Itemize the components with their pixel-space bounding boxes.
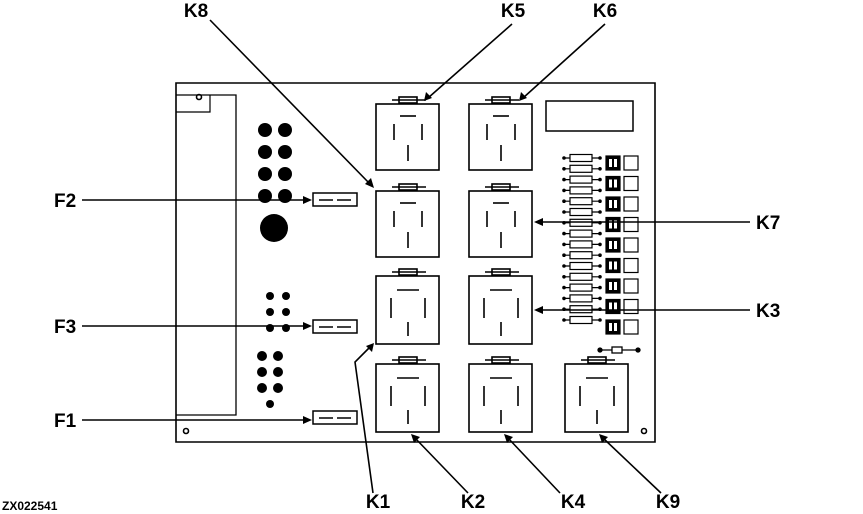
label-k7: K7 <box>756 213 780 234</box>
harness-connector-lower <box>257 292 290 408</box>
figure-code: ZX022541 <box>2 499 58 513</box>
label-k1: K1 <box>366 492 391 513</box>
label-k3: K3 <box>756 301 780 322</box>
relay-k5 <box>375 96 440 171</box>
connector-blocks <box>605 155 639 335</box>
label-f3: F3 <box>54 317 76 338</box>
label-k5: K5 <box>501 1 526 22</box>
relay-k1 <box>375 268 440 345</box>
relay-k2 <box>375 356 440 433</box>
harness-connector-upper <box>258 123 292 242</box>
fuse-f1 <box>312 410 358 425</box>
relay-k9 <box>564 356 629 433</box>
leader-lines <box>82 19 750 494</box>
circuit-board <box>175 82 656 443</box>
leader-arrowheads <box>303 92 608 443</box>
label-k2: K2 <box>461 492 485 513</box>
relay-k7 <box>468 183 533 258</box>
diode-bank <box>562 153 602 325</box>
label-f1: F1 <box>54 411 77 432</box>
fuse-f3 <box>312 319 358 334</box>
label-k6: K6 <box>593 1 617 22</box>
label-f2: F2 <box>54 191 76 212</box>
fuse-f2 <box>312 192 358 207</box>
relay-k3 <box>468 268 533 345</box>
relay-k6 <box>468 96 533 171</box>
label-k8: K8 <box>184 1 208 22</box>
label-k4: K4 <box>561 492 586 513</box>
label-plate <box>545 100 634 132</box>
label-k9: K9 <box>656 492 680 513</box>
relay-k8 <box>375 183 440 258</box>
relay-k4 <box>468 356 533 433</box>
diode-k9 <box>597 346 641 354</box>
